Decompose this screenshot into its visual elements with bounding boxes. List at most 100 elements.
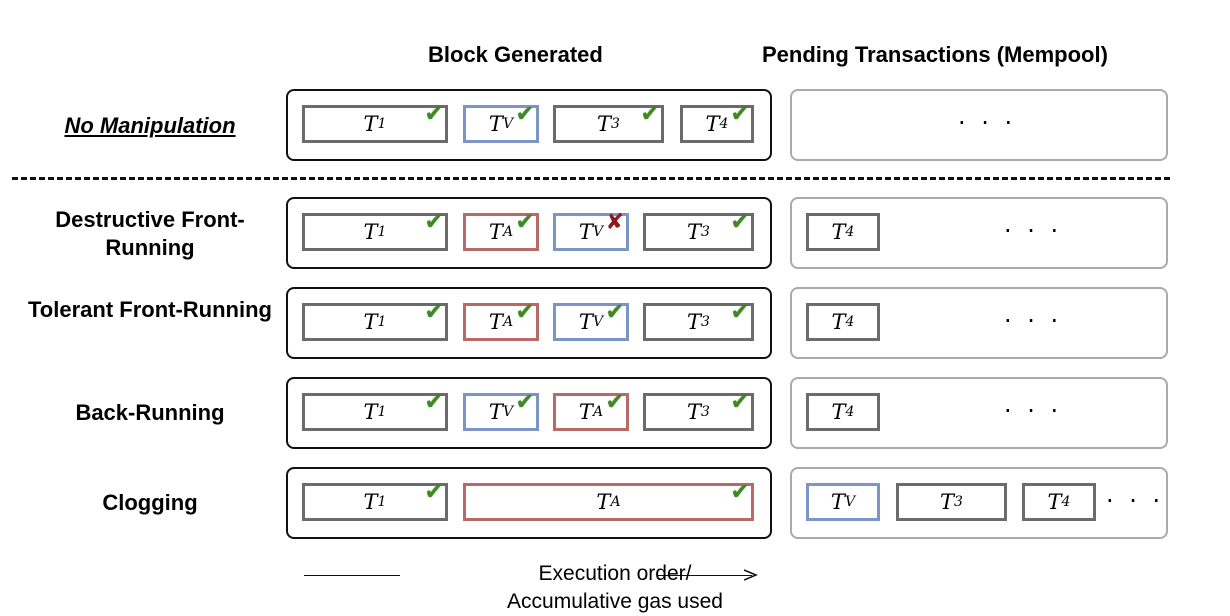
transaction-symbol: T [687, 220, 702, 244]
transaction-symbol: T [363, 112, 378, 136]
transaction-subscript: A [502, 314, 514, 330]
checkmark-icon: ✔ [730, 300, 749, 325]
block-generated-box [286, 377, 772, 449]
scenario-label: Back-Running [75, 400, 225, 425]
block-generated-box [286, 89, 772, 161]
checkmark-icon: ✔ [730, 390, 749, 415]
transaction-symbol: T [363, 220, 378, 244]
axis-label-line1: Execution order/ [538, 562, 692, 585]
checkmark-icon: ✔ [640, 102, 659, 127]
checkmark-icon: ✔ [515, 102, 534, 127]
transaction-symbol: T [1047, 490, 1062, 514]
transaction-subscript: 4 [719, 116, 729, 132]
scenario-label: Tolerant Front-Running [28, 297, 272, 322]
checkmark-icon: ✔ [730, 102, 749, 127]
transaction-symbol: T [687, 400, 702, 424]
transaction-symbol: T [831, 220, 846, 244]
transaction-subscript: V [502, 404, 514, 420]
transaction-symbol: T [488, 220, 503, 244]
transaction-subscript: 1 [377, 116, 387, 132]
transaction-symbol: T [596, 490, 611, 514]
checkmark-icon: ✔ [424, 390, 443, 415]
axis-line-right [658, 575, 752, 576]
transaction-symbol: T [578, 220, 593, 244]
transaction-subscript: 1 [377, 404, 387, 420]
mempool-box [790, 89, 1168, 161]
transaction-symbol: T [831, 310, 846, 334]
transaction-symbol: T [830, 490, 845, 514]
transaction-subscript: 3 [701, 314, 710, 330]
transaction-subscript: 3 [954, 494, 963, 510]
transaction-symbol: T [578, 400, 593, 424]
more-transactions-ellipsis: · · · [1004, 307, 1063, 335]
more-transactions-ellipsis: · · · [1004, 397, 1063, 425]
cross-icon: ✘ [605, 210, 624, 235]
transaction-subscript: 4 [1061, 494, 1071, 510]
transaction-symbol: T [687, 310, 702, 334]
checkmark-icon: ✔ [730, 480, 749, 505]
mempool-box [790, 377, 1168, 449]
transaction-subscript: A [610, 494, 621, 510]
transaction-subscript: 1 [377, 224, 387, 240]
scenario-label: Destructive Front-Running [55, 207, 245, 260]
transaction-symbol: T [705, 112, 720, 136]
more-transactions-ellipsis: · · · [1004, 217, 1063, 245]
transaction-subscript: A [502, 224, 514, 240]
transaction-subscript: 1 [377, 314, 387, 330]
transaction-symbol: T [363, 400, 378, 424]
checkmark-icon: ✔ [424, 300, 443, 325]
checkmark-icon: ✔ [424, 210, 443, 235]
checkmark-icon: ✔ [730, 210, 749, 235]
transaction-subscript: 3 [701, 404, 710, 420]
transaction-subscript: V [502, 116, 514, 132]
mempool-box [790, 467, 1168, 539]
checkmark-icon: ✔ [424, 480, 443, 505]
transaction-symbol: T [940, 490, 955, 514]
transaction-subscript: 3 [701, 224, 710, 240]
transaction-subscript: 4 [845, 404, 855, 420]
block-generated-header: Block Generated [428, 42, 603, 67]
block-generated-box [286, 197, 772, 269]
mempool-box [790, 197, 1168, 269]
transaction-subscript: V [592, 314, 604, 330]
mempool-box [790, 287, 1168, 359]
transaction-subscript: 4 [845, 314, 855, 330]
scenario-label: Clogging [102, 490, 198, 515]
axis-label-line2: Accumulative gas used [507, 590, 723, 613]
transaction-symbol: T [488, 400, 503, 424]
checkmark-icon: ✔ [515, 390, 534, 415]
block-generated-box [286, 287, 772, 359]
transaction-symbol: T [831, 400, 846, 424]
transaction-symbol: T [488, 310, 503, 334]
mempool-header: Pending Transactions (Mempool) [762, 42, 1108, 67]
transaction-subscript: 1 [377, 494, 387, 510]
transaction-subscript: 3 [611, 116, 620, 132]
transaction-symbol: T [363, 310, 378, 334]
axis-arrowhead-icon [744, 569, 758, 581]
more-transactions-ellipsis: · · · [1106, 487, 1165, 515]
transaction-subscript: V [592, 224, 604, 240]
more-transactions-ellipsis: · · · [958, 109, 1017, 137]
transaction-symbol: T [488, 112, 503, 136]
transaction-symbol: T [578, 310, 593, 334]
